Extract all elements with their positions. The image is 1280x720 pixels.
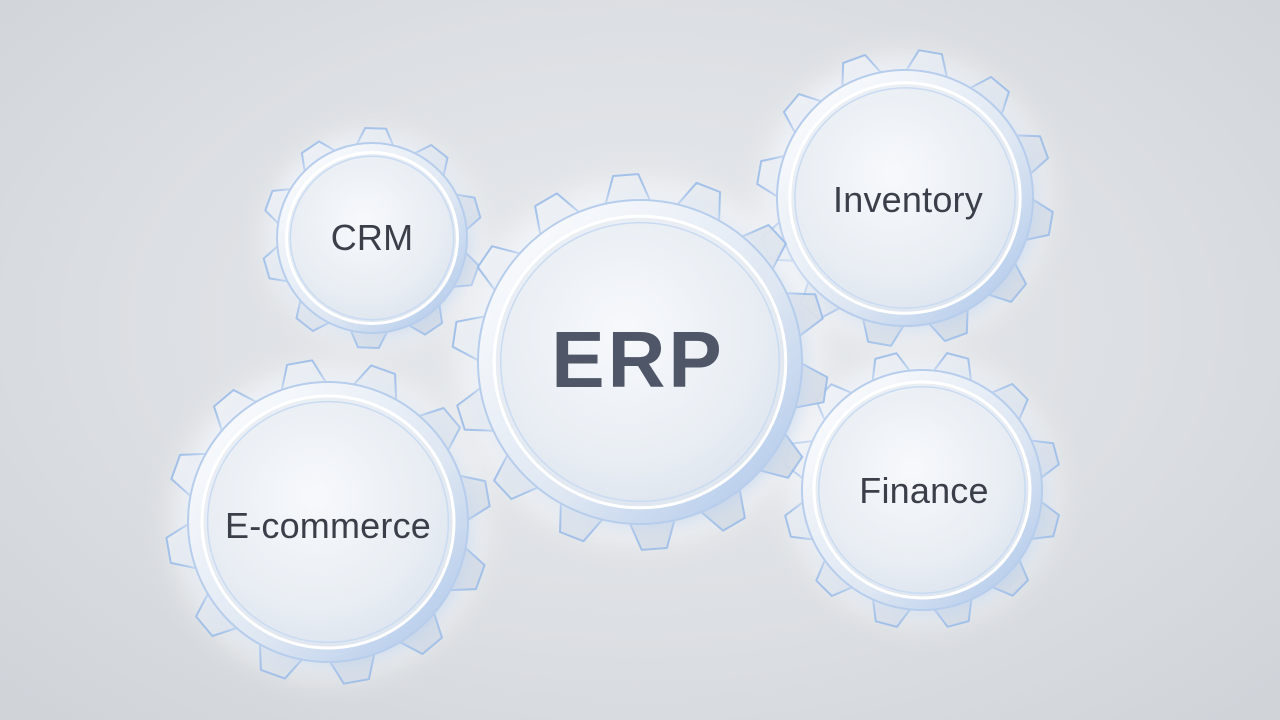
ecommerce-label: E-commerce — [224, 505, 432, 546]
inventory-label: Inventory — [833, 179, 983, 220]
ecommerce-gear — [165, 359, 491, 685]
erp-gear — [451, 173, 829, 551]
crm-label: CRM — [330, 217, 414, 258]
erp-gear-disc — [492, 214, 788, 510]
ecommerce-gear-inner-ring — [206, 400, 450, 644]
crm-gear-inner-ring — [289, 155, 455, 321]
finance-gear-inner-ring — [818, 386, 1026, 594]
inventory-gear-disc — [788, 81, 1022, 315]
ecommerce-gear-disc — [200, 394, 456, 650]
crm-gear-disc — [285, 151, 459, 325]
finance-label: Finance — [859, 470, 989, 511]
erp-hub-label: ERP — [551, 315, 725, 404]
finance-gear-disc — [812, 380, 1032, 600]
erp-gear-inner-ring — [499, 221, 781, 503]
finance-gear — [784, 352, 1060, 628]
inventory-gear — [756, 49, 1054, 347]
crm-gear — [262, 127, 482, 349]
inventory-gear-inner-ring — [794, 87, 1016, 309]
